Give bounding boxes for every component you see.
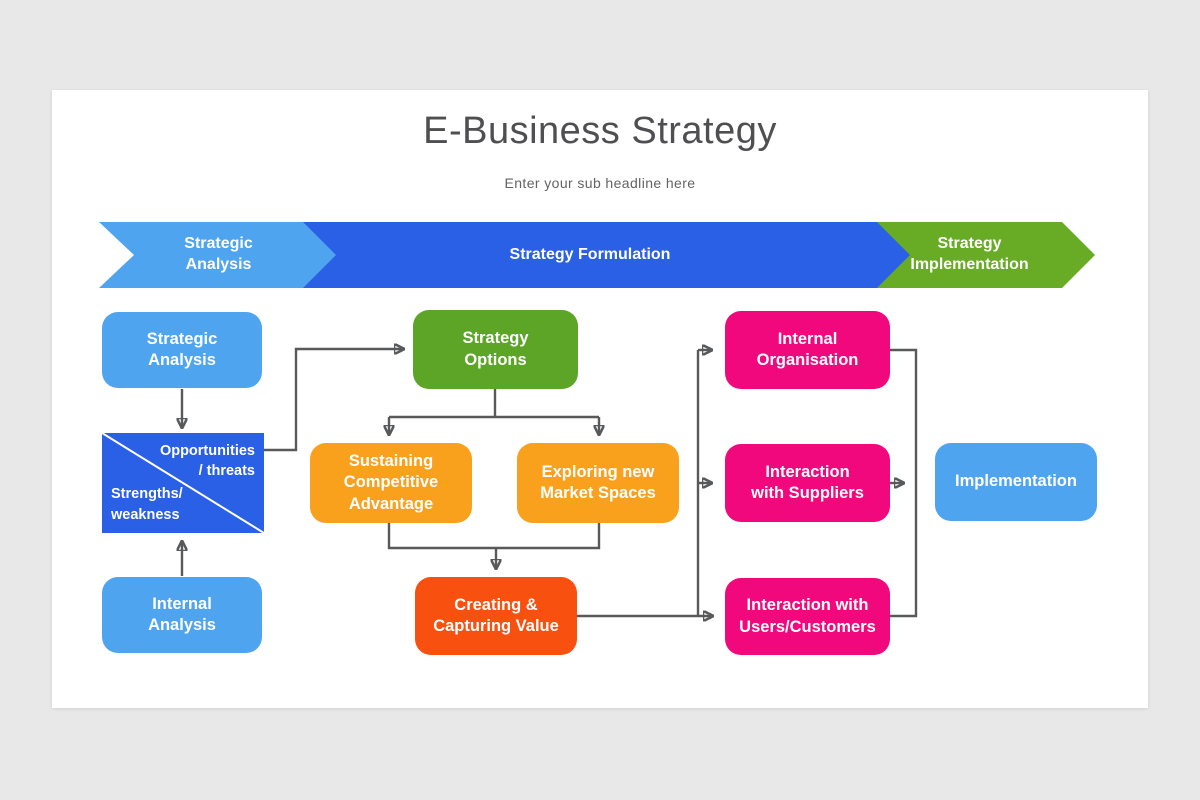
swot-opportunities-threats: Opportunities / threats: [159, 443, 255, 480]
box-label: Internal Organisation: [756, 329, 859, 369]
box-label: Creating & Capturing Value: [433, 595, 559, 635]
box-exploring-new-market-spaces: Exploring new Market Spaces: [517, 443, 679, 523]
box-label: Interaction with Users/Customers: [739, 596, 876, 636]
banner-segment-strategy-formulation: Strategy Formulation: [303, 222, 910, 288]
box-strategy-options: Strategy Options: [413, 310, 578, 389]
box-label: Internal Analysis: [148, 594, 216, 634]
box-strategic-analysis: Strategic Analysis: [102, 312, 262, 388]
box-label: Strategy Options: [462, 329, 529, 369]
box-implementation: Implementation: [935, 443, 1097, 521]
banner-label: Strategy Formulation: [509, 245, 671, 263]
page-title: E-Business Strategy: [423, 110, 777, 152]
banner-label: Strategic Analysis: [184, 235, 253, 273]
box-label: Exploring new Market Spaces: [540, 462, 656, 502]
banner-segment-strategic-analysis: Strategic Analysis: [99, 222, 336, 288]
swot-diagonal-line: [102, 433, 264, 533]
banner-segment-strategy-implementation: Strategy Implementation: [877, 222, 1095, 288]
box-creating-capturing-value: Creating & Capturing Value: [415, 577, 577, 655]
banner-label: Strategy Implementation: [910, 235, 1029, 273]
box-interaction-with-users-customers: Interaction with Users/Customers: [725, 578, 890, 655]
page-subtitle: Enter your sub headline here: [504, 175, 696, 191]
swot-strengths-weakness: Strengths/ weakness: [111, 486, 183, 523]
box-label: Sustaining Competitive Advantage: [343, 451, 439, 513]
box-internal-analysis: Internal Analysis: [102, 577, 262, 653]
box-swot-matrix: Opportunities / threats Strengths/ weakn…: [102, 433, 264, 533]
box-label: Implementation: [955, 472, 1077, 491]
box-sustaining-competitive-advantage: Sustaining Competitive Advantage: [310, 443, 472, 523]
box-label: Strategic Analysis: [146, 329, 218, 369]
box-label: Interaction with Suppliers: [751, 462, 864, 502]
box-internal-organisation: Internal Organisation: [725, 311, 890, 389]
box-interaction-with-suppliers: Interaction with Suppliers: [725, 444, 890, 522]
